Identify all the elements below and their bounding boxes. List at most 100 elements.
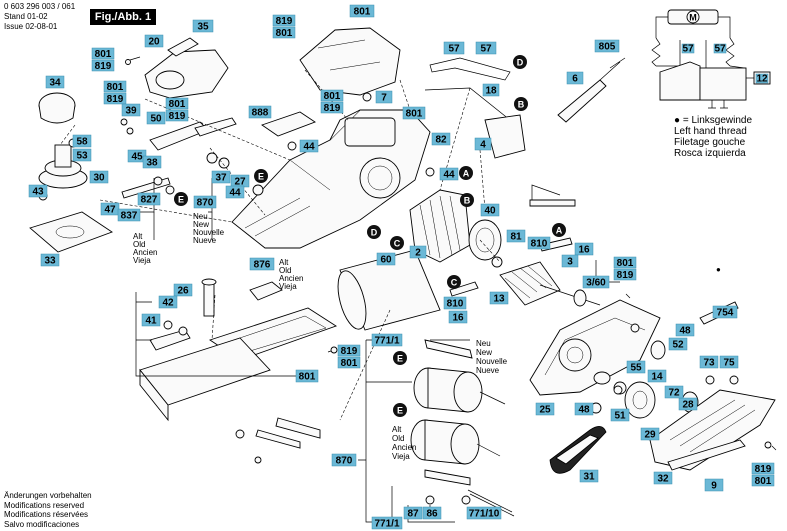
new-label-771-4: Nueve [476, 366, 500, 375]
new-label-4: Nueve [193, 236, 217, 245]
marker-e-mid: E [258, 172, 264, 182]
part-label-827: 827 [141, 195, 158, 206]
part-label-50: 50 [150, 114, 162, 125]
marker-e-left: E [178, 195, 184, 205]
part-label-27: 27 [234, 177, 246, 188]
part-label-3-60: 3/60 [586, 278, 606, 289]
part-label-819-e: 819 [324, 103, 341, 114]
new-label-771-1: Neu [476, 339, 491, 348]
legend-line-3: Filetage gouche [674, 137, 746, 148]
old-label-4: Vieja [133, 256, 151, 265]
bullet-icon: ● [674, 115, 681, 126]
part-label-29: 29 [644, 430, 656, 441]
part-label-18: 18 [485, 86, 497, 97]
lh-thread-mark: ● [716, 265, 721, 274]
marker-a-right: A [556, 226, 563, 236]
part-label-73: 73 [703, 358, 715, 369]
part-label-801-i: 801 [299, 372, 316, 383]
footer-line-1: Änderungen vorbehalten [4, 491, 92, 500]
part-label-37: 37 [215, 173, 227, 184]
marker-c-low: C [451, 278, 458, 288]
part-label-819-b: 819 [95, 61, 112, 72]
part-label-888: 888 [252, 108, 269, 119]
part-label-55: 55 [630, 363, 642, 374]
part-label-44-c: 44 [443, 170, 455, 181]
stand-label: Stand [4, 12, 25, 21]
part-label-876: 876 [254, 260, 271, 271]
part-label-870-a: 870 [197, 198, 214, 209]
part-label-837: 837 [121, 211, 138, 222]
part-label-771-1-a: 771/1 [374, 336, 399, 347]
marker-b-mid: B [464, 196, 471, 206]
part-label-47: 47 [104, 205, 116, 216]
part-label-13: 13 [493, 294, 505, 305]
part-label-51: 51 [614, 411, 626, 422]
part-label-819-a: 819 [276, 16, 293, 27]
part-label-60: 60 [380, 255, 392, 266]
part-label-801-e: 801 [324, 91, 341, 102]
part-label-810-a: 810 [531, 239, 548, 250]
part-label-25: 25 [539, 405, 551, 416]
part-label-819-g: 819 [617, 270, 634, 281]
part-label-43: 43 [32, 187, 44, 198]
part-label-38: 38 [146, 158, 158, 169]
marker-e-drum-1: E [397, 354, 403, 364]
part-label-819-h: 819 [341, 346, 358, 357]
old-label-876-2: Old [279, 266, 291, 275]
part-label-30: 30 [93, 173, 105, 184]
old-label-2: Old [133, 240, 145, 249]
figure-title: Fig./Abb. 1 [90, 9, 156, 25]
document-footer: Änderungen vorbehalten Modifications res… [4, 491, 92, 529]
part-label-28: 28 [682, 400, 694, 411]
footer-line-4: Salvo modificaciones [4, 519, 80, 529]
marker-d-mid: D [371, 228, 378, 238]
part-label-16-b: 16 [452, 313, 464, 324]
part-label-58: 58 [76, 137, 88, 148]
part-label-801-a: 801 [276, 28, 293, 39]
new-label-771-2: New [476, 348, 492, 357]
part-label-801-h: 801 [341, 358, 358, 369]
legend-line-1: ● = Linksgewinde [674, 115, 753, 126]
variant-labels: Neu New Nouvelle Nueve Alt Old Ancien Vi… [133, 212, 721, 461]
part-label-6: 6 [572, 74, 578, 85]
footer-line-3: Modifications réservées [4, 510, 89, 519]
part-label-44-a: 44 [303, 142, 315, 153]
part-label-801-g: 801 [617, 258, 634, 269]
part-label-87: 87 [407, 509, 419, 520]
part-label-31: 31 [583, 472, 595, 483]
marker-e-drum-2: E [397, 406, 403, 416]
part-label-771-1-b: 771/1 [374, 519, 399, 530]
part-label-801-b: 801 [95, 49, 112, 60]
part-label-16-a: 16 [578, 245, 590, 256]
wiring-label-57a: 57 [682, 44, 694, 55]
part-label-48-b: 48 [578, 405, 590, 416]
part-number: 0 603 296 003 / 061 [4, 2, 76, 11]
part-label-82: 82 [435, 135, 447, 146]
part-label-14: 14 [651, 372, 663, 383]
part-label-801-top: 801 [354, 7, 371, 18]
legend-line-4: Rosca izquierda [674, 148, 746, 159]
part-label-72: 72 [668, 388, 680, 399]
document-header: 0 603 296 003 / 061 Stand 01-02 Issue 02… [4, 2, 75, 32]
part-label-41: 41 [145, 316, 157, 327]
part-label-801-j: 801 [755, 476, 772, 487]
part-label-810-b: 810 [447, 299, 464, 310]
part-label-44-b: 44 [229, 188, 241, 199]
part-label-2: 2 [415, 248, 421, 259]
part-label-86: 86 [426, 509, 438, 520]
part-label-801-c: 801 [107, 82, 124, 93]
part-label-870-b: 870 [336, 456, 353, 467]
part-label-52: 52 [672, 340, 684, 351]
part-label-48-a: 48 [679, 326, 691, 337]
part-label-57-a: 57 [448, 44, 460, 55]
marker-d-top: D [517, 58, 524, 68]
part-label-81: 81 [510, 232, 522, 243]
new-label-771-3: Nouvelle [476, 357, 508, 366]
thread-legend: ● = Linksgewinde Left hand thread Fileta… [674, 115, 752, 159]
marker-a-mid: A [463, 169, 470, 179]
part-label-4: 4 [480, 140, 486, 151]
new-label-1: Neu [193, 212, 208, 221]
old-label-876-3: Ancien [279, 274, 303, 283]
part-label-819-d: 819 [169, 111, 186, 122]
